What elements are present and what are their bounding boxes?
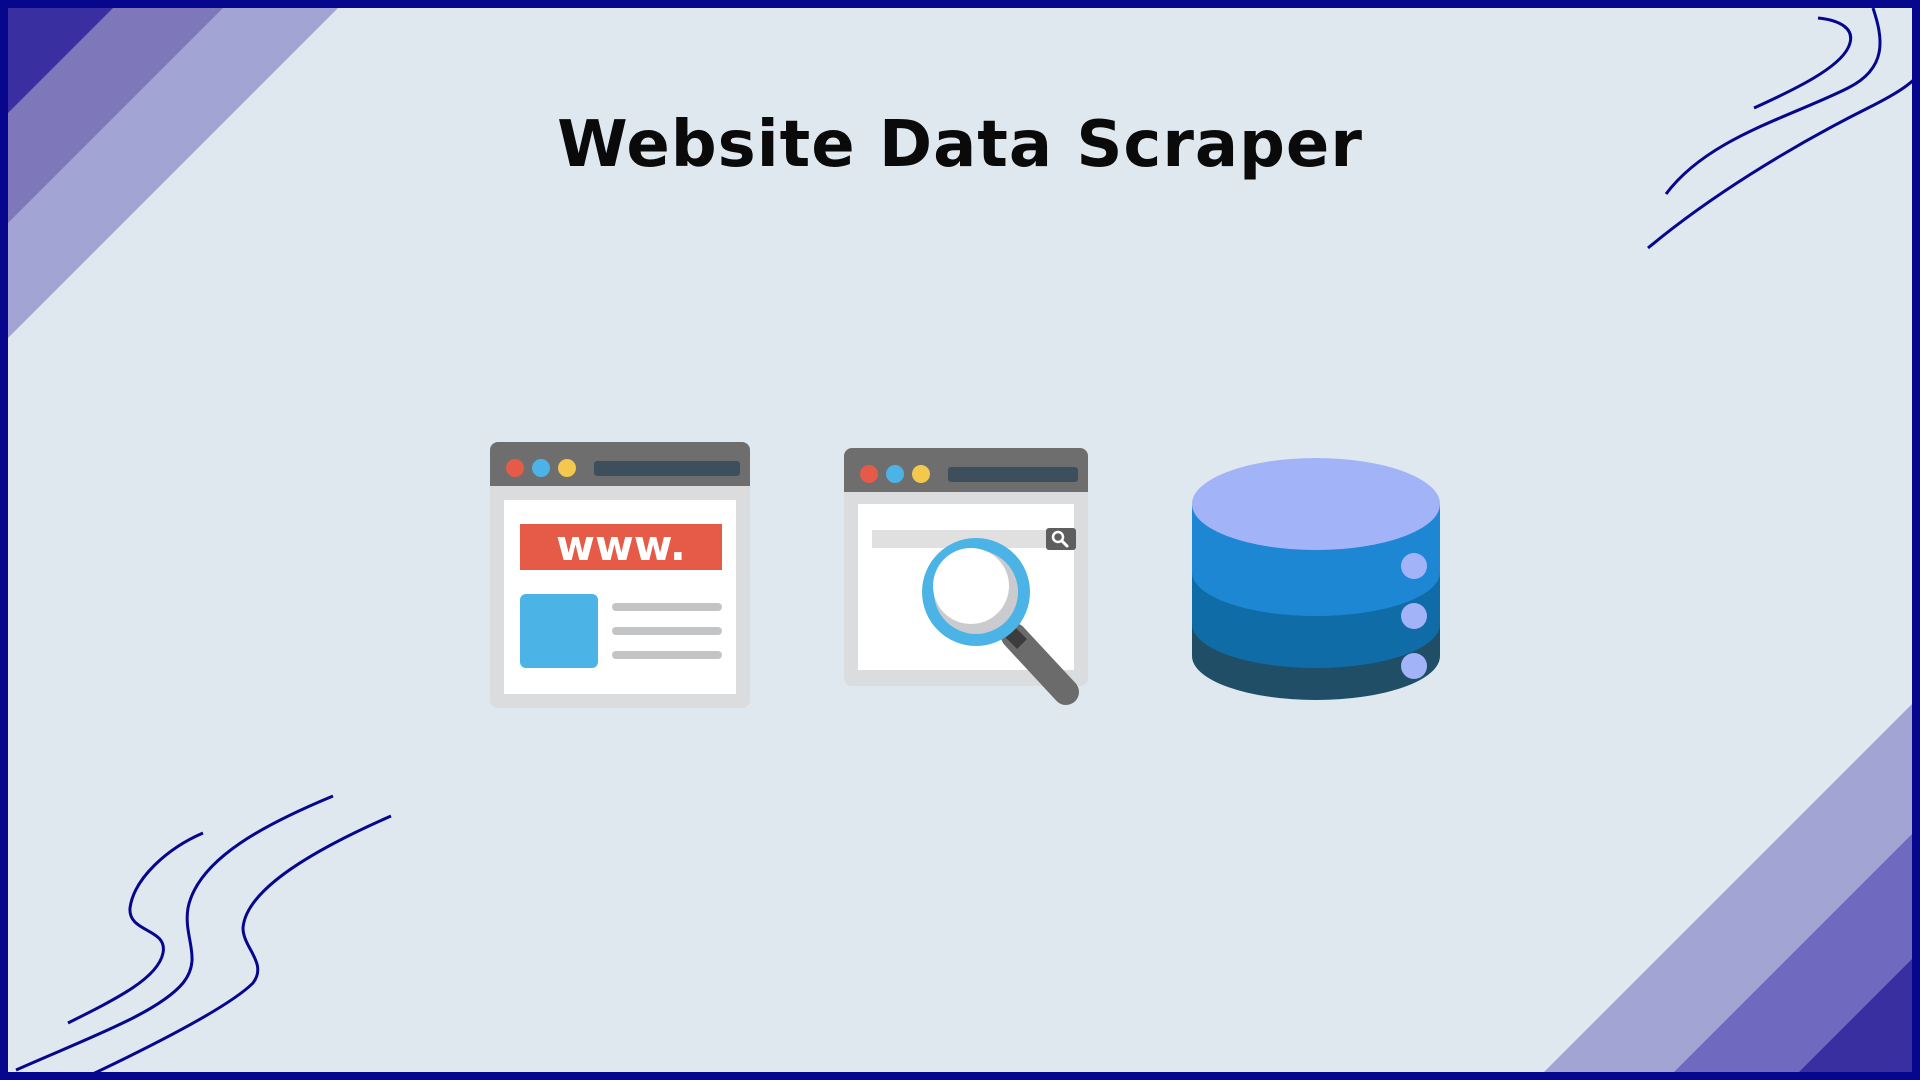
stripe-bottomright-dark [1799, 959, 1912, 1072]
search-browser-icon [844, 448, 1088, 705]
background-decorations [8, 8, 1912, 1072]
database-icon [1192, 458, 1440, 700]
squiggle-topright-1 [1753, 16, 1853, 110]
www-label: www. [556, 521, 686, 570]
squiggle-topright-2 [1664, 8, 1882, 195]
stripe-topleft-dark [8, 8, 113, 113]
website-icon: www. [490, 442, 750, 708]
stripe-topleft-mid [8, 8, 223, 223]
squiggle-topright-3 [1647, 79, 1912, 250]
squiggle-bottomleft-3 [93, 814, 392, 1072]
page-title: Website Data Scraper [557, 108, 1363, 182]
squiggle-bottomleft-1 [67, 831, 204, 1025]
squiggle-bottomleft-2 [15, 794, 334, 1072]
stripe-bottomright-mid [1674, 834, 1912, 1072]
